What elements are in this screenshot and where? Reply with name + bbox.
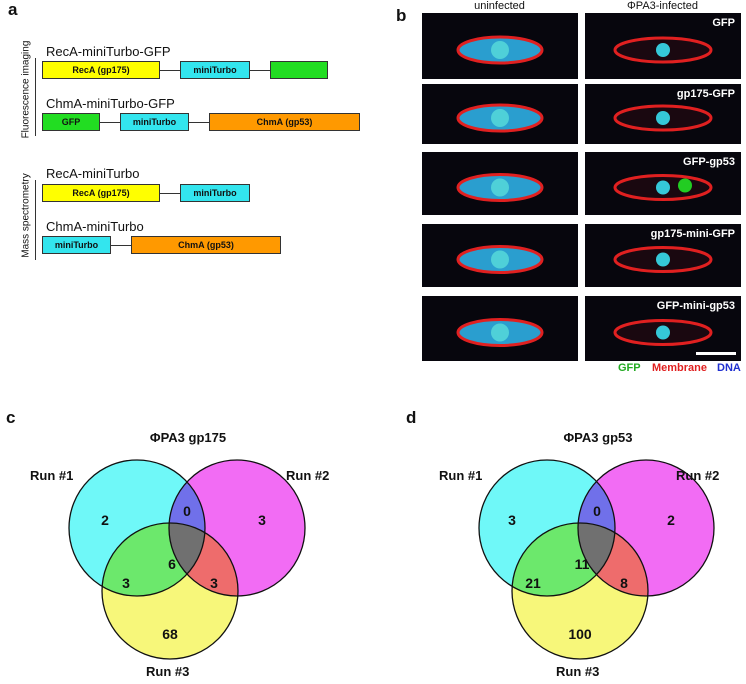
dna-signal bbox=[656, 180, 670, 195]
dna-signal bbox=[656, 43, 670, 57]
micrograph-uninfected-0 bbox=[422, 13, 578, 79]
cell-image bbox=[456, 245, 544, 274]
venn-c bbox=[68, 459, 306, 660]
venn-d-only2: 2 bbox=[667, 512, 675, 528]
linker-line bbox=[189, 122, 209, 123]
venn-d-run1-outline bbox=[478, 459, 616, 597]
venn-d-run2-outline bbox=[577, 459, 715, 597]
venn-c-run2-outline bbox=[168, 459, 306, 597]
chma-gp53-box: ChmA (gp53) bbox=[131, 236, 281, 254]
venn-c-only1: 2 bbox=[101, 512, 109, 528]
column-header-infected: ΦPA3-infected bbox=[627, 0, 698, 12]
cell-image bbox=[456, 173, 544, 202]
venn-c-only3: 68 bbox=[162, 626, 178, 642]
venn-d-only1: 3 bbox=[508, 512, 516, 528]
cell-image bbox=[456, 318, 544, 347]
cell-image bbox=[613, 174, 713, 201]
venn-c-r13: 3 bbox=[122, 575, 130, 591]
micrograph-row-label: gp175-mini-GFP bbox=[650, 228, 735, 240]
construct-name-chma-miniturbo-gfp: ChmA-miniTurbo-GFP bbox=[46, 96, 175, 111]
dna-signal bbox=[491, 41, 509, 59]
dna-signal bbox=[491, 109, 509, 127]
micrograph-infected-2: GFP-gp53 bbox=[585, 152, 741, 215]
micrograph-infected-4: GFP-mini-gp53 bbox=[585, 296, 741, 361]
micrograph-uninfected-4 bbox=[422, 296, 578, 361]
gfp-box: GFP bbox=[42, 113, 100, 131]
cell-image bbox=[613, 36, 713, 64]
venn-d-all: 11 bbox=[574, 556, 590, 572]
linker-line bbox=[250, 70, 270, 71]
micrograph-row-label: gp175-GFP bbox=[676, 88, 735, 100]
micrograph-row-label: GFP-gp53 bbox=[683, 156, 735, 168]
miniturbo-box: miniTurbo bbox=[42, 236, 111, 254]
venn-d-run3-outline bbox=[511, 522, 649, 660]
column-header-uninfected: uninfected bbox=[474, 0, 525, 12]
panel-label-c: c bbox=[6, 408, 16, 427]
mass-spec-bracket bbox=[35, 180, 36, 260]
panel-label-b: b bbox=[396, 6, 407, 25]
micrograph-uninfected-1 bbox=[422, 84, 578, 144]
dna-signal bbox=[656, 252, 670, 267]
cell-image bbox=[613, 246, 713, 273]
legend-gfp: GFP bbox=[618, 362, 641, 374]
dna-signal bbox=[491, 323, 509, 342]
linker-line bbox=[160, 70, 180, 71]
dna-signal bbox=[491, 250, 509, 269]
construct-name-reca-miniturbo-gfp: RecA-miniTurbo-GFP bbox=[46, 44, 171, 59]
panel-label-a: a bbox=[8, 0, 18, 19]
micrograph-uninfected-3 bbox=[422, 224, 578, 287]
venn-c-run3-outline bbox=[101, 522, 239, 660]
miniturbo-box: miniTurbo bbox=[120, 113, 189, 131]
gfp-box bbox=[270, 61, 328, 79]
construct-name-chma-miniturbo: ChmA-miniTurbo bbox=[46, 219, 144, 234]
venn-c-all: 6 bbox=[168, 556, 176, 572]
venn-c-r12: 0 bbox=[183, 503, 191, 519]
venn-d-run1-label: Run #1 bbox=[439, 468, 483, 483]
dna-signal bbox=[656, 111, 670, 125]
venn-c-run1-outline bbox=[68, 459, 206, 597]
micrograph-infected-1: gp175-GFP bbox=[585, 84, 741, 144]
legend-membrane: Membrane bbox=[652, 362, 708, 374]
venn-d-r12: 0 bbox=[593, 503, 601, 519]
micrograph-row-label: GFP-mini-gp53 bbox=[656, 300, 735, 312]
reca-gp175-box: RecA (gp175) bbox=[42, 61, 160, 79]
venn-c-title: ΦPA3 gp175 bbox=[149, 430, 227, 445]
scale-bar bbox=[696, 352, 736, 355]
linker-line bbox=[160, 193, 180, 194]
micrograph-uninfected-2 bbox=[422, 152, 578, 215]
gfp-focus bbox=[678, 178, 692, 193]
venn-d-run3-label: Run #3 bbox=[556, 664, 600, 679]
reca-gp175-box: RecA (gp175) bbox=[42, 184, 160, 202]
venn-d-only3: 100 bbox=[568, 626, 592, 642]
panel-label-d: d bbox=[406, 408, 417, 427]
linker-line bbox=[111, 245, 131, 246]
venn-d bbox=[478, 459, 715, 660]
micrograph-infected-0: GFP bbox=[585, 13, 741, 79]
venn-d-title: ΦPA3 gp53 bbox=[563, 430, 633, 445]
micrograph-row-label: GFP bbox=[712, 17, 735, 29]
cell-image bbox=[613, 104, 713, 132]
venn-c-r23: 3 bbox=[210, 575, 218, 591]
venn-c-run1-label: Run #1 bbox=[30, 468, 74, 483]
dna-signal bbox=[656, 325, 670, 340]
cell-image bbox=[613, 319, 713, 346]
cell-image bbox=[456, 103, 544, 133]
miniturbo-box: miniTurbo bbox=[180, 184, 250, 202]
construct-name-reca-miniturbo: RecA-miniTurbo bbox=[46, 166, 140, 181]
venn-c-only2: 3 bbox=[258, 512, 266, 528]
legend-dna: DNA bbox=[717, 362, 741, 374]
cell-image bbox=[456, 35, 544, 65]
linker-line bbox=[100, 122, 120, 123]
fluorescence-bracket bbox=[35, 58, 36, 136]
venn-d-r13: 21 bbox=[525, 575, 541, 591]
micrograph-infected-3: gp175-mini-GFP bbox=[585, 224, 741, 287]
venn-d-r23: 8 bbox=[620, 575, 628, 591]
venn-d-run2-label: Run #2 bbox=[676, 468, 720, 483]
chma-gp53-box: ChmA (gp53) bbox=[209, 113, 360, 131]
venn-c-run3-label: Run #3 bbox=[146, 664, 190, 679]
venn-c-run2-label: Run #2 bbox=[286, 468, 330, 483]
dna-signal bbox=[491, 178, 509, 197]
miniturbo-box: miniTurbo bbox=[180, 61, 250, 79]
